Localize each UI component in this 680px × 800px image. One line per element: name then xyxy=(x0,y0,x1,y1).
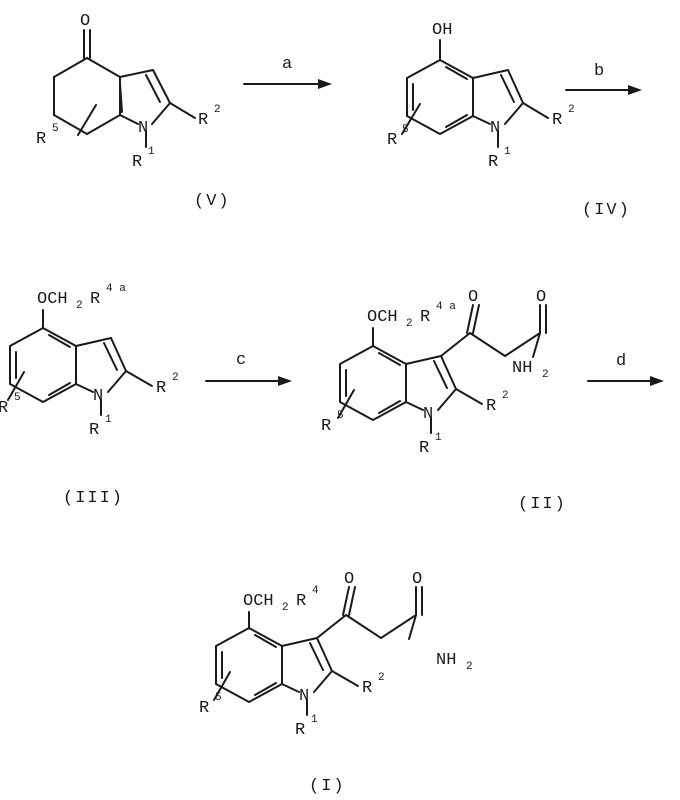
r1-label: R xyxy=(295,721,305,740)
r1-superscript: 1 xyxy=(311,714,318,726)
carbonyl-oxygen: O xyxy=(80,12,90,31)
r5-label: R xyxy=(321,417,331,436)
r5-superscript: 5 xyxy=(215,692,222,704)
r5-label: R xyxy=(387,131,397,150)
compound-IV-structure: OH N R 2 R 1 R 5 xyxy=(387,21,575,172)
ch2-subscript: 2 xyxy=(76,300,83,312)
r1-label: R xyxy=(488,153,498,172)
r5-superscript: 5 xyxy=(14,392,21,404)
r1-superscript: 1 xyxy=(504,146,511,158)
r2-label: R xyxy=(156,379,166,398)
nitrogen-atom: N xyxy=(423,405,433,424)
reaction-arrow-c: c xyxy=(205,351,292,386)
amide-nh2: NH xyxy=(512,359,532,378)
r2-superscript: 2 xyxy=(502,390,509,402)
compound-III-structure: OCH 2 R 4 a N R 2 R 1 R 5 xyxy=(0,283,179,440)
reaction-arrow-d: d xyxy=(587,352,664,386)
r2-superscript: 2 xyxy=(568,104,575,116)
nh2-subscript: 2 xyxy=(542,369,549,381)
ether-oxygen-group: OCH xyxy=(243,592,274,611)
r5-label: R xyxy=(36,130,46,149)
r1-label: R xyxy=(132,153,142,172)
nitrogen-atom: N xyxy=(490,119,500,138)
r2-label: R xyxy=(362,679,372,698)
nh2-subscript: 2 xyxy=(466,661,473,673)
r4a-superscript: 4 a xyxy=(436,301,456,313)
r4-superscript: 4 xyxy=(312,585,319,597)
r2-superscript: 2 xyxy=(378,672,385,684)
r2-label: R xyxy=(198,111,208,130)
nitrogen-atom: N xyxy=(93,387,103,406)
keto-oxygen: O xyxy=(344,570,354,589)
step-c-label: c xyxy=(236,351,246,370)
compound-III-label: (III) xyxy=(63,489,124,508)
r4a-label: R xyxy=(90,290,100,309)
ch2-subscript: 2 xyxy=(406,318,413,330)
r1-label: R xyxy=(89,421,99,440)
r4a-label: R xyxy=(420,308,430,327)
step-a-label: a xyxy=(282,55,292,74)
reaction-arrow-a: a xyxy=(243,55,332,89)
r5-superscript: 5 xyxy=(52,123,59,135)
compound-II-label: (II) xyxy=(518,495,567,514)
r5-superscript: 5 xyxy=(402,124,409,136)
keto-oxygen: O xyxy=(468,288,478,307)
step-b-label: b xyxy=(594,62,604,81)
r1-superscript: 1 xyxy=(105,414,112,426)
compound-II-structure: OCH 2 R 4 a O O NH 2 N R 2 R 1 R 5 xyxy=(321,288,549,458)
r1-label: R xyxy=(419,439,429,458)
reaction-arrow-b: b xyxy=(565,62,642,95)
r2-label: R xyxy=(486,397,496,416)
compound-V-label: (V) xyxy=(194,192,231,211)
r1-superscript: 1 xyxy=(435,432,442,444)
amide-nh2: NH xyxy=(436,651,456,670)
compound-V-structure: O N R 2 R 1 R 5 xyxy=(36,12,221,172)
hydroxyl-group: OH xyxy=(432,21,452,40)
compound-I-label: (I) xyxy=(309,777,346,796)
r4a-superscript: 4 a xyxy=(106,283,126,295)
r1-superscript: 1 xyxy=(148,146,155,158)
compound-I-structure: OCH 2 R 4 O O NH 2 N R 2 R 1 R 5 xyxy=(199,570,473,740)
r5-label: R xyxy=(0,399,8,418)
r5-label: R xyxy=(199,699,209,718)
step-d-label: d xyxy=(616,352,626,371)
r5-superscript: 5 xyxy=(337,410,344,422)
compound-IV-label: (IV) xyxy=(582,201,631,220)
r4-label: R xyxy=(296,592,306,611)
amide-oxygen: O xyxy=(536,288,546,307)
ch2-subscript: 2 xyxy=(282,602,289,614)
nitrogen-atom: N xyxy=(138,119,148,138)
r2-superscript: 2 xyxy=(214,104,221,116)
ether-oxygen-group: OCH xyxy=(367,308,398,327)
r2-label: R xyxy=(552,111,562,130)
r2-superscript: 2 xyxy=(172,372,179,384)
ether-oxygen-group: OCH xyxy=(37,290,68,309)
amide-oxygen: O xyxy=(412,570,422,589)
nitrogen-atom: N xyxy=(299,687,309,706)
